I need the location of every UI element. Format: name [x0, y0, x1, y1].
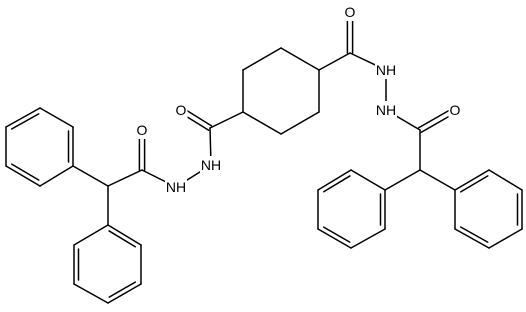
right-phenyl-b-bond-0-inner [459, 175, 489, 193]
right-phenyl-a-bond-5 [350, 169, 386, 191]
left-phenyl-b-bond-2 [107, 283, 142, 304]
right-phenyl-a-attach-bond [384, 169, 421, 191]
right-carbonyl-oxygen-label-bg [343, 3, 357, 21]
left-carbonyl-oxygen-label: O [176, 102, 187, 118]
left-phenyl-b-bond-0 [107, 224, 142, 246]
right-phenyl-b-bond-3 [488, 228, 523, 249]
left-phenyl-a-bond-2 [5, 107, 41, 128]
left-phenyl-a-bond-1 [39, 107, 74, 128]
left-phenyl-a-attach-bond [72, 165, 109, 187]
right-phenyl-a-bond-4 [317, 169, 352, 191]
right-hydrazide-nh-2-label: NH [376, 102, 396, 118]
cyclohexane-bond-4 [242, 111, 282, 135]
right-hydrazide-nh-1-label: NH [376, 62, 396, 78]
left-hydrazide-nh-2-label-bg [165, 178, 187, 196]
right-phenyl-b-bond-4 [454, 228, 490, 249]
left-carbonyl2-oxygen-label: O [137, 122, 148, 138]
right-hydrazide-nh-1-label-bg [375, 61, 397, 79]
right-phenyl-b-bond-0 [454, 169, 490, 191]
right-hydrazide-nh-2-label-bg [375, 101, 397, 119]
left-methine-bond [107, 169, 143, 187]
left-phenyl-b-bond-5 [73, 224, 109, 246]
right-phenyl-a-bond-2-inner [322, 226, 351, 243]
left-phenyl-a-bond-5 [39, 165, 74, 187]
left-phenyl-a-bond-2-inner [10, 113, 40, 130]
left-phenyl-b-bond-3 [73, 283, 109, 304]
label-layer: O NH NH O O NH NH O [135, 3, 462, 196]
right-ring-carbonyl-bond [318, 52, 351, 71]
cyclohexane-bond-1 [280, 47, 320, 71]
left-hydrazide-nh-2-label: NH [166, 179, 186, 195]
left-hydrazide-nh-1-label-bg [200, 156, 222, 174]
cyclohexane-bond-3 [280, 111, 320, 135]
left-carbonyl2-oxygen-label-bg [135, 121, 149, 139]
right-carbonyl2-double-bond-b [417, 106, 455, 129]
left-phenyl-b-bond-0-inner [108, 230, 136, 248]
bond-layer [5, 11, 523, 304]
right-phenyl-a-bond-2 [317, 228, 352, 249]
right-carbonyl-oxygen-label: O [345, 4, 356, 20]
right-phenyl-a-bond-1 [350, 228, 386, 249]
right-phenyl-b-bond-1 [488, 169, 523, 191]
left-phenyl-a-bond-4-inner [10, 163, 40, 181]
left-carbonyl-oxygen-label-bg [174, 101, 188, 119]
right-carbonyl2-oxygen-label-bg [448, 101, 462, 119]
right-carbonyl2-oxygen-label: O [450, 102, 461, 118]
left-ring-carbonyl-bond [209, 111, 244, 129]
right-phenyl-a-bond-4-inner [323, 175, 351, 193]
cyclohexane-bond-0 [242, 47, 282, 71]
right-phenyl-b-bond-4-inner [459, 226, 489, 243]
left-phenyl-a-bond-4 [5, 165, 41, 187]
left-hydrazide-nh-1-label: NH [201, 157, 221, 173]
left-phenyl-b-bond-2-inner [108, 281, 137, 298]
right-phenyl-b-attach-bond [419, 169, 456, 191]
